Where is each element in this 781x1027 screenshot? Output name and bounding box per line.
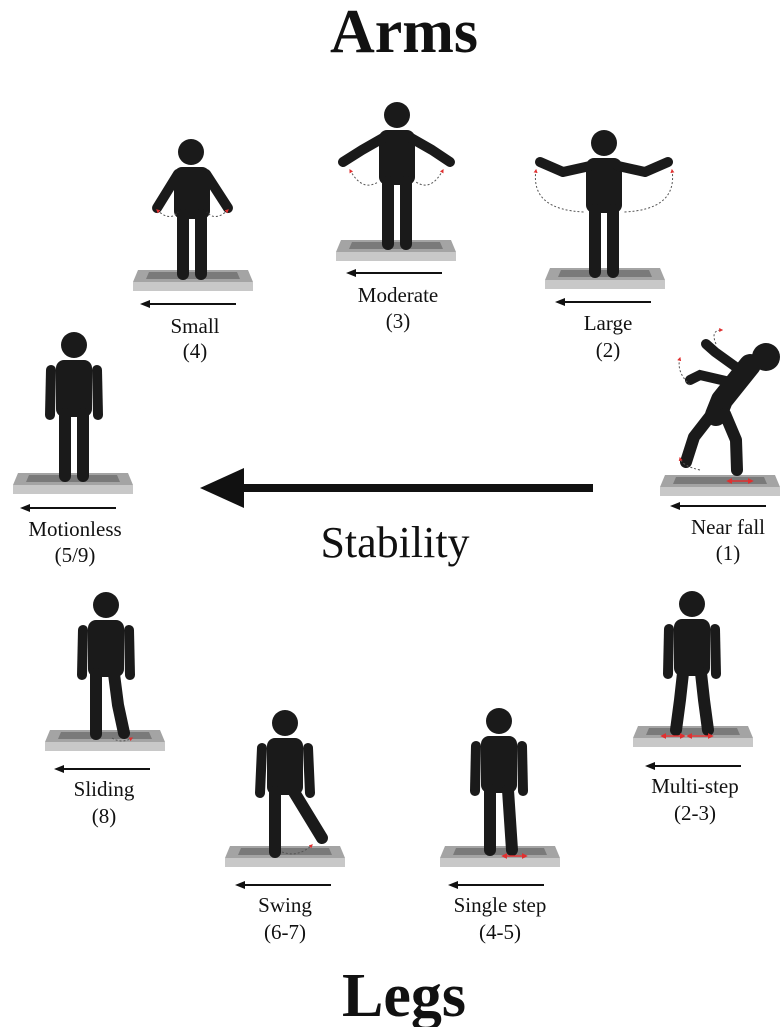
near-fall-label: Near fall: [691, 515, 765, 539]
multi-step-label: Multi-step: [651, 774, 739, 798]
single-step-score: (4-5): [479, 920, 521, 944]
moderate-score: (3): [386, 309, 411, 333]
figure-single-step: Single step (4-5): [440, 708, 560, 944]
moderate-label: Moderate: [358, 283, 438, 307]
large-score: (2): [596, 338, 621, 362]
swing-label: Swing: [258, 893, 312, 917]
multi-step-score: (2-3): [674, 801, 716, 825]
figure-small: Small (4): [133, 139, 253, 363]
near-fall-score: (1): [716, 541, 741, 565]
figure-sliding: Sliding (8): [45, 592, 165, 828]
figure-near-fall: Near fall (1): [660, 328, 780, 565]
sliding-score: (8): [92, 804, 117, 828]
stability-arrow: [200, 468, 593, 508]
figure-motionless: Motionless (5/9): [13, 332, 133, 567]
stability-label: Stability: [320, 518, 469, 567]
figure-large: Large (2): [533, 130, 675, 362]
large-label: Large: [584, 311, 633, 335]
figure-moderate: Moderate (3): [336, 102, 456, 333]
small-score: (4): [183, 339, 208, 363]
sliding-label: Sliding: [74, 777, 135, 801]
small-label: Small: [170, 314, 219, 338]
legs-heading: Legs: [342, 962, 466, 1027]
swing-score: (6-7): [264, 920, 306, 944]
arms-heading: Arms: [330, 0, 478, 66]
single-step-label: Single step: [454, 893, 547, 917]
motionless-score: (5/9): [55, 543, 96, 567]
motionless-label: Motionless: [28, 517, 121, 541]
figure-multi-step: Multi-step (2-3): [633, 591, 753, 825]
figure-swing: Swing (6-7): [225, 710, 345, 944]
